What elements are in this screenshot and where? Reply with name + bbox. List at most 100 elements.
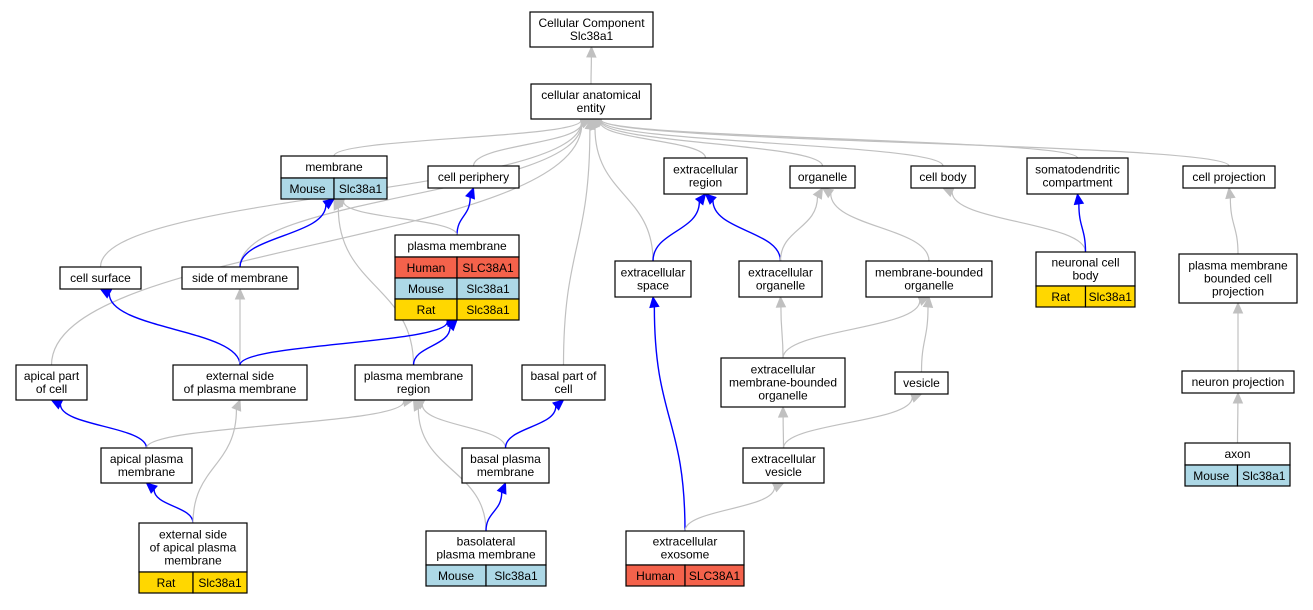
edge-pmregion-to-plasmamembrane <box>414 320 458 365</box>
edge-line <box>653 202 699 261</box>
node-label-line: vesicle <box>903 376 940 390</box>
node-label-line: cell <box>554 382 572 396</box>
edge-line <box>713 201 781 261</box>
node-label-line: axon <box>1224 447 1250 461</box>
node-cellbody[interactable]: cell body <box>911 166 975 188</box>
edge-line <box>601 120 943 166</box>
node-label-line: membrane <box>305 160 363 174</box>
node-label-line: membrane <box>477 465 535 479</box>
node-label-line: region <box>689 176 722 190</box>
node-label-line: plasma membrane <box>407 239 507 253</box>
node-label-line: space <box>637 279 669 293</box>
edge-neuronprojection-to-pmboundedcellprojection <box>1234 303 1243 371</box>
node-sideofmembrane[interactable]: side of membrane <box>182 267 298 289</box>
edge-line <box>1230 198 1238 254</box>
edge-axon-to-neuronprojection <box>1233 393 1242 443</box>
edge-basalpm-to-basalpartofcell <box>506 400 564 448</box>
node-cellprojection[interactable]: cell projection <box>1183 166 1275 188</box>
edge-neuronalcellbody-to-cellbody <box>943 188 1086 252</box>
node-label-line: exosome <box>661 548 710 562</box>
species-label: Human <box>407 261 446 275</box>
edge-arrowhead <box>779 407 788 417</box>
edge-basalpm-to-pmregion <box>414 400 506 448</box>
edge-line <box>506 406 556 448</box>
edge-line <box>952 192 1085 252</box>
node-neuronprojection[interactable]: neuron projection <box>1182 371 1294 393</box>
edge-cae-to-root <box>587 47 596 84</box>
node-label-line: cell surface <box>70 271 131 285</box>
edge-line <box>457 197 470 235</box>
edge-line <box>831 194 929 261</box>
edge-extsideapicalpm-to-externalsidepm <box>193 400 241 523</box>
node-label-line: organelle <box>758 389 808 403</box>
node-label-line: neuron projection <box>1192 375 1285 389</box>
node-label-line: membrane <box>118 465 176 479</box>
species-label: Mouse <box>408 282 444 296</box>
edge-line <box>154 490 193 523</box>
edge-ecmbo-to-extracellularorganelle <box>776 297 785 358</box>
edge-line <box>240 205 326 267</box>
edge-arrowhead <box>814 188 823 199</box>
node-organelle[interactable]: organelle <box>790 166 855 188</box>
edge-line <box>781 307 783 358</box>
gene-label: SLC38A1 <box>462 261 514 275</box>
node-label-line: projection <box>1212 285 1264 299</box>
species-label: Mouse <box>1193 469 1229 483</box>
edge-line <box>240 322 447 365</box>
node-label-line: extracellular <box>653 535 718 549</box>
edge-arrowhead <box>587 47 596 57</box>
edge-arrowhead <box>696 194 706 205</box>
node-label-line: entity <box>577 101 606 115</box>
edge-line <box>486 492 502 531</box>
edge-extracellularspace-to-cae <box>591 119 653 261</box>
edge-apicalpm-to-apicalpartofcell <box>52 400 147 448</box>
edge-arrowhead <box>776 297 785 307</box>
edge-arrowhead <box>1234 303 1243 313</box>
node-label-line: side of membrane <box>192 271 288 285</box>
node-label-line: cell periphery <box>438 170 509 184</box>
gene-label: Slc38a1 <box>494 569 538 583</box>
edge-externalsidepm-to-sideofmembrane <box>236 289 245 365</box>
edge-extracellularspace-to-extracellularregion <box>653 194 706 261</box>
node-cellsurface[interactable]: cell surface <box>60 267 141 289</box>
edge-line <box>147 402 404 448</box>
node-label-line: cell body <box>919 170 966 184</box>
node-label-line: extracellular <box>673 163 738 177</box>
node-cellperiphery[interactable]: cell periphery <box>428 166 519 188</box>
edge-arrowhead <box>323 199 334 209</box>
node-label-line: of plasma membrane <box>184 382 297 396</box>
node-label-line: plasma membrane <box>1188 259 1288 273</box>
node-vesicle[interactable]: vesicle <box>895 372 948 394</box>
node-label-line: region <box>397 382 430 396</box>
edge-extracellularorganelle-to-organelle <box>781 188 823 261</box>
edge-ecmbo-to-membraneboundedorganelle <box>783 297 929 358</box>
node-label-line: of apical plasma <box>150 541 237 555</box>
edge-arrowhead <box>650 297 659 308</box>
edge-line <box>414 327 451 365</box>
